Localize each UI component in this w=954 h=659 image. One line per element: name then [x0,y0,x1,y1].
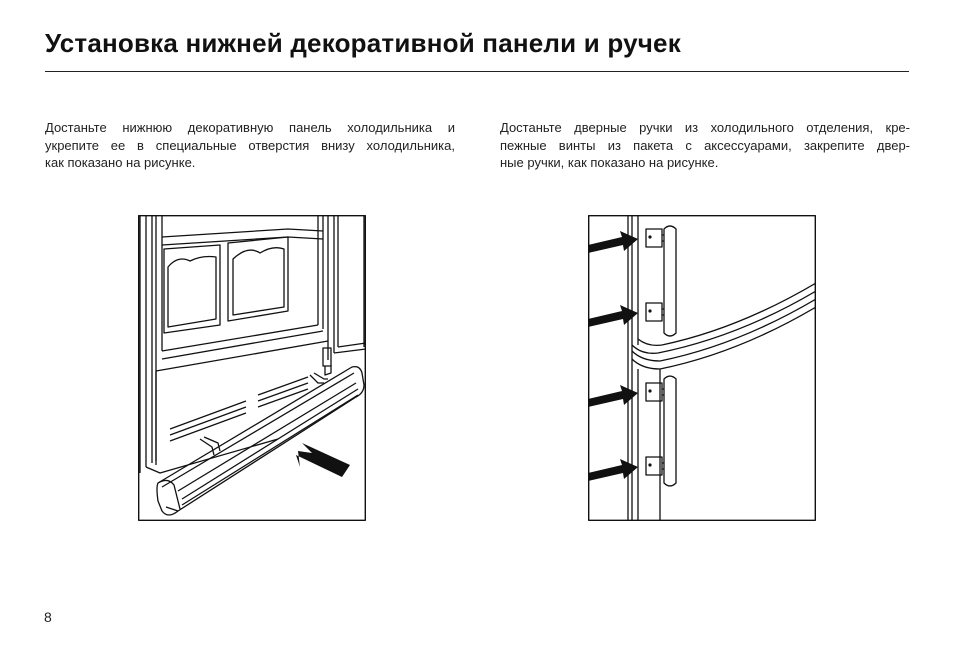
page-title: Установка нижней декоративной панели и р… [45,28,681,58]
instruction-left-line: Достаньте нижнюю декоративную панель хол… [45,120,455,135]
instruction-left: Достаньте нижнюю декоративную панель хол… [45,119,455,172]
refrigerator-door-handles-illustration [587,214,817,522]
instruction-right: Достаньте дверные ручки из холодильного … [500,119,910,172]
instruction-left-line: укрепите ее в специальные отверстия вниз… [45,137,455,153]
page-number: 8 [44,609,52,625]
refrigerator-bottom-panel-illustration [137,214,367,522]
title-divider [45,71,909,72]
instruction-right-line: пежные винты из пакета с аксессуарами, з… [500,137,910,153]
instruction-right-line: ные ручки, как показано на рисунке. [500,155,719,170]
door-handles-figure [587,214,817,522]
bottom-panel-figure [137,214,367,522]
instruction-left-line: как показано на рисунке. [45,155,196,170]
instruction-right-line: Достаньте дверные ручки из холодильного … [500,120,910,135]
